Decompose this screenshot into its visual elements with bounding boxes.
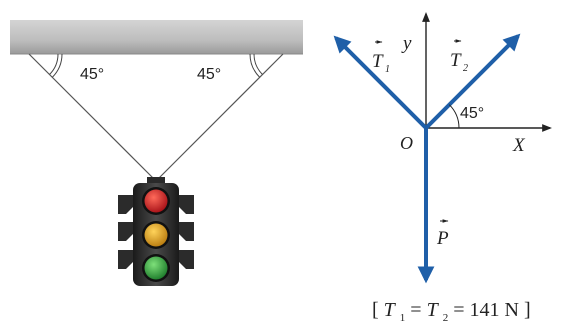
amber-light [144, 223, 168, 247]
traffic-light-icon [118, 177, 194, 286]
angle-arc [448, 104, 460, 129]
svg-text:1: 1 [385, 64, 390, 75]
origin-label: O [400, 133, 413, 153]
vector-t1-arrow [333, 35, 428, 130]
right-cable [155, 53, 284, 182]
svg-text:T: T [450, 50, 462, 71]
angle-label-left: 45° [80, 66, 104, 83]
vector-t1-label: T 1 [372, 40, 390, 75]
ceiling-beam [10, 20, 303, 54]
svg-text:2: 2 [463, 63, 468, 74]
red-light [144, 189, 168, 213]
left-figure: 45° 45° [10, 20, 303, 286]
svg-text:T: T [372, 51, 384, 72]
angle-arc-left-outer [51, 53, 63, 78]
vector-t2-arrow [424, 33, 521, 130]
green-light [144, 256, 168, 280]
angle-label: 45° [460, 105, 484, 122]
left-cable [28, 53, 157, 182]
result-equation: [ T 1 = T 2 = 141 N ] [372, 299, 531, 326]
angle-arc-right-outer [249, 53, 261, 78]
angle-arc-right-inner [253, 53, 263, 75]
vector-t2-label: T 2 [450, 39, 468, 74]
angle-label-right: 45° [197, 66, 221, 83]
y-axis-label: y [401, 33, 412, 54]
right-figure: T 1 T 2 P y X O 45° [333, 12, 552, 284]
angle-arc-left-inner [49, 53, 59, 75]
x-axis-label: X [512, 135, 526, 156]
svg-text:P: P [436, 228, 449, 249]
vector-p-label: P [436, 219, 449, 249]
